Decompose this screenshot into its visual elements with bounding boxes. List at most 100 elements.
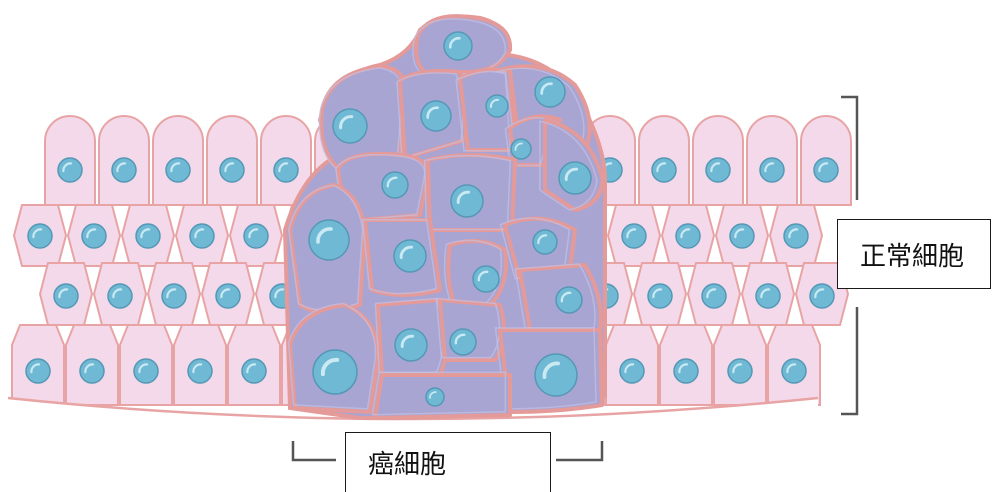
normal-cell xyxy=(14,205,66,266)
normal-cell xyxy=(202,263,254,325)
normal-cell xyxy=(122,205,174,266)
cancer-nucleus xyxy=(313,350,357,394)
normal-nucleus xyxy=(782,359,806,383)
normal-nucleus xyxy=(242,359,266,383)
cancer-nucleus xyxy=(444,32,472,60)
normal-cell xyxy=(94,263,146,325)
normal-cell xyxy=(40,263,92,325)
normal-cell xyxy=(207,116,257,205)
normal-nucleus xyxy=(58,158,82,182)
normal-nucleus xyxy=(190,224,214,248)
cancer-nucleus xyxy=(394,240,426,272)
normal-nucleus xyxy=(784,224,808,248)
normal-nucleus xyxy=(728,359,752,383)
normal-cell xyxy=(45,116,95,205)
normal-cell xyxy=(230,205,282,266)
normal-nucleus xyxy=(702,284,726,308)
normal-nucleus xyxy=(652,158,676,182)
normal-nucleus xyxy=(28,224,52,248)
normal-cell xyxy=(716,205,768,266)
normal-cells-bracket-bottom xyxy=(841,307,857,414)
cancer-nucleus xyxy=(426,388,444,406)
normal-nucleus xyxy=(674,359,698,383)
cancer-cell xyxy=(445,240,506,305)
cancer-nucleus xyxy=(382,172,408,198)
normal-cell xyxy=(770,205,822,266)
normal-cell xyxy=(801,116,851,205)
cancer-cell xyxy=(436,299,504,361)
cancer-nucleus xyxy=(533,230,557,254)
cancer-cell xyxy=(425,155,515,230)
normal-cell xyxy=(768,325,820,405)
normal-cell xyxy=(153,116,203,205)
normal-cell xyxy=(99,116,149,205)
normal-cells-label: 正常細胞 xyxy=(837,219,991,289)
cancer-cell xyxy=(515,264,601,330)
normal-cell xyxy=(174,325,226,405)
normal-cell xyxy=(639,116,689,205)
normal-nucleus xyxy=(80,359,104,383)
normal-nucleus xyxy=(274,158,298,182)
cancer-nucleus xyxy=(333,109,367,143)
cancer-nucleus xyxy=(421,101,451,131)
normal-nucleus xyxy=(54,284,78,308)
cancer-cells-label: 癌細胞 xyxy=(345,432,551,492)
cancer-cells-bracket-left xyxy=(293,441,336,460)
tumor-mass xyxy=(285,16,605,418)
normal-cell xyxy=(66,325,118,405)
normal-nucleus xyxy=(134,359,158,383)
normal-nucleus xyxy=(188,359,212,383)
cancer-nucleus xyxy=(309,220,349,260)
cancer-nucleus xyxy=(535,354,577,396)
cancer-cell xyxy=(289,185,365,312)
normal-nucleus xyxy=(112,158,136,182)
normal-nucleus xyxy=(108,284,132,308)
normal-cell xyxy=(120,325,172,405)
normal-nucleus xyxy=(730,224,754,248)
normal-nucleus xyxy=(810,284,834,308)
normal-nucleus xyxy=(706,158,730,182)
normal-nucleus xyxy=(756,284,780,308)
normal-cell xyxy=(68,205,120,266)
normal-cell xyxy=(660,325,712,405)
cancer-nucleus xyxy=(486,95,508,117)
cancer-cells-bracket-right xyxy=(556,441,602,460)
cancer-nucleus xyxy=(511,139,531,159)
cancer-nucleus xyxy=(450,329,476,355)
normal-cell xyxy=(742,263,794,325)
normal-cell xyxy=(662,205,714,266)
normal-cell xyxy=(634,263,686,325)
normal-nucleus xyxy=(136,224,160,248)
normal-cell xyxy=(228,325,280,405)
cancer-cell xyxy=(372,372,510,418)
normal-nucleus xyxy=(82,224,106,248)
normal-nucleus xyxy=(760,158,784,182)
normal-nucleus xyxy=(162,284,186,308)
normal-cell xyxy=(148,263,200,325)
normal-nucleus xyxy=(216,284,240,308)
normal-cell xyxy=(714,325,766,405)
cancer-nucleus xyxy=(395,329,427,361)
normal-nucleus xyxy=(220,158,244,182)
normal-nucleus xyxy=(244,224,268,248)
normal-cell xyxy=(688,263,740,325)
cancer-cell xyxy=(413,16,510,74)
cancer-cell xyxy=(363,220,440,295)
cancer-nucleus xyxy=(556,287,582,313)
normal-cell xyxy=(176,205,228,266)
normal-cell xyxy=(12,325,64,405)
normal-cell xyxy=(747,116,797,205)
normal-cell xyxy=(693,116,743,205)
normal-cell xyxy=(608,205,660,266)
normal-nucleus xyxy=(620,359,644,383)
normal-nucleus xyxy=(26,359,50,383)
normal-nucleus xyxy=(814,158,838,182)
cancer-nucleus xyxy=(473,266,499,292)
cancer-nucleus xyxy=(451,185,483,217)
cancer-nucleus xyxy=(559,162,591,194)
normal-nucleus xyxy=(166,158,190,182)
normal-nucleus xyxy=(622,224,646,248)
normal-nucleus xyxy=(676,224,700,248)
cancer-nucleus xyxy=(535,77,565,107)
normal-nucleus xyxy=(648,284,672,308)
